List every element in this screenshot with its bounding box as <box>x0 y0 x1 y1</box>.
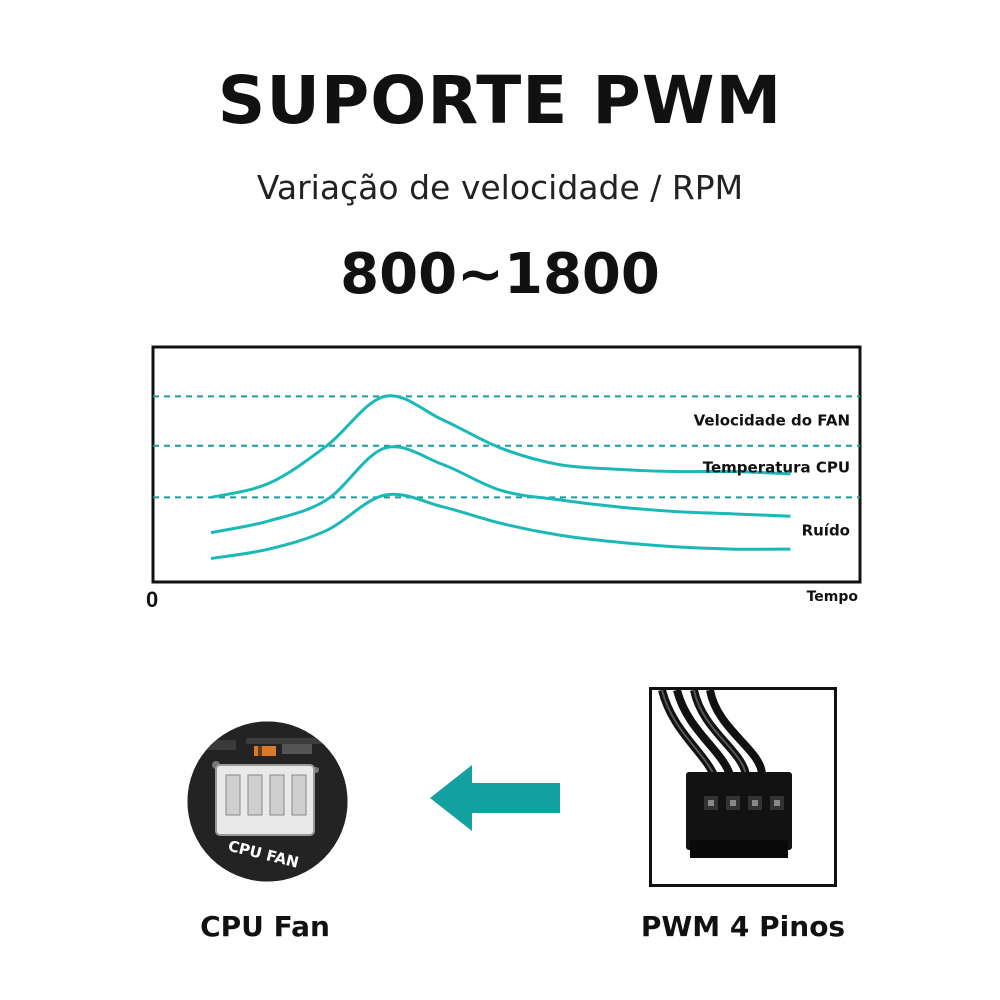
page-title: SUPORTE PWM <box>217 62 783 139</box>
x-origin-label: 0 <box>146 587 158 612</box>
series-label-2: Temperatura CPU <box>703 458 850 476</box>
x-axis-label: Tempo <box>807 589 859 605</box>
series-line-3 <box>210 492 791 560</box>
chart-series-labels: Velocidade do FAN Temperatura CPU Ruído <box>694 412 850 540</box>
series-line-2 <box>210 445 791 535</box>
pwm-connector-image <box>649 687 837 887</box>
chart-series <box>210 394 791 560</box>
chart-frame <box>151 345 862 584</box>
rpm-range: 800~1800 <box>340 242 660 307</box>
page-subtitle: Variação de velocidade / RPM <box>256 168 744 207</box>
pwm-connector-caption: PWM 4 Pinos <box>640 910 846 943</box>
arrow-left-icon <box>430 765 560 831</box>
cpu-fan-caption: CPU Fan <box>200 910 330 943</box>
series-label-1: Velocidade do FAN <box>694 412 850 430</box>
series-line-1 <box>210 394 791 499</box>
chart-grid <box>153 395 860 499</box>
cpu-fan-header-image: CPU FAN <box>187 721 348 882</box>
series-label-3: Ruído <box>802 521 850 539</box>
